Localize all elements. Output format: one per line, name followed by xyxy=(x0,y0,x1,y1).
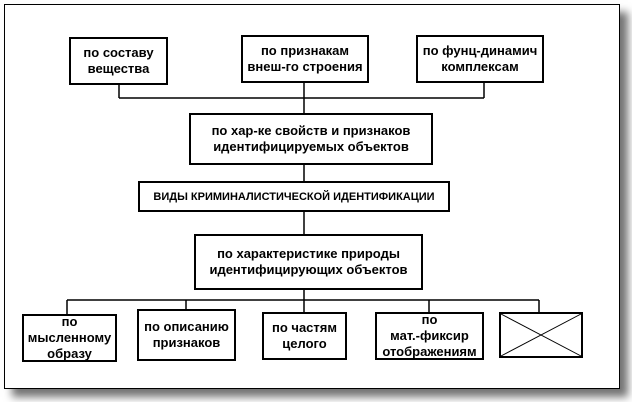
box-by-functional-dynamic-complexes: по фунц-динамич комплексам xyxy=(416,35,544,83)
box-by-material-fixed-reflections: по мат.-фиксир отображениям xyxy=(375,312,484,360)
box-by-parts-of-whole: по частям целого xyxy=(262,312,347,360)
crossed-empty-box-icon xyxy=(499,312,583,358)
box-label: по хар-ке свойств и признаков идентифици… xyxy=(211,123,411,154)
cross-lines-icon xyxy=(501,314,581,356)
box-lower-criterion: по характеристике природы идентифицирующ… xyxy=(194,234,423,290)
box-label: по мат.-фиксир отображениям xyxy=(382,312,477,359)
box-upper-criterion: по хар-ке свойств и признаков идентифици… xyxy=(189,113,433,165)
box-label: по характеристике природы идентифицирующ… xyxy=(209,246,408,277)
box-by-external-structure: по признакам внеш-го строения xyxy=(241,35,369,83)
box-label: по фунц-динамич комплексам xyxy=(422,43,538,74)
box-label: по описанию признаков xyxy=(144,319,229,350)
box-label: по мысленному образу xyxy=(27,314,112,361)
box-label: ВИДЫ КРИМИНАЛИСТИЧЕСКОЙ ИДЕНТИФИКАЦИИ xyxy=(153,190,435,203)
box-label: по частям целого xyxy=(272,320,337,351)
box-central-title: ВИДЫ КРИМИНАЛИСТИЧЕСКОЙ ИДЕНТИФИКАЦИИ xyxy=(138,181,450,212)
box-by-substance-composition: по составу вещества xyxy=(69,37,168,85)
box-label: по составу вещества xyxy=(83,45,154,76)
box-label: по признакам внеш-го строения xyxy=(247,43,363,74)
box-by-mental-image: по мысленному образу xyxy=(22,314,117,362)
box-by-description-of-features: по описанию признаков xyxy=(137,309,236,361)
